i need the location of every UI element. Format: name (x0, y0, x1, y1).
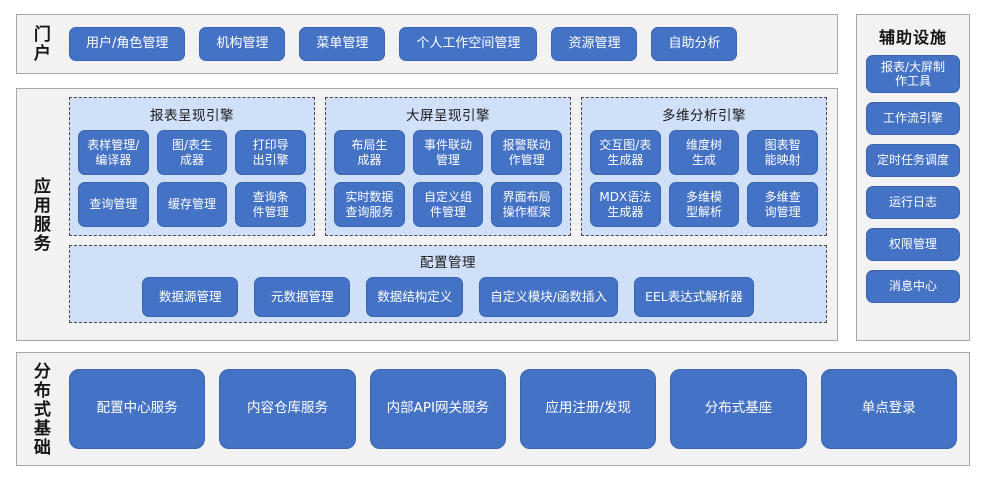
aux-item-runtime-log[interactable]: 运行日志 (866, 186, 960, 219)
engine1-item-chart-table-generator[interactable]: 图/表生 成器 (156, 130, 228, 175)
aux-item-message-center[interactable]: 消息中心 (866, 270, 960, 303)
portal-item-user-role[interactable]: 用户/角色管理 (69, 27, 186, 61)
engine1-item-print-export-engine[interactable]: 打印导 出引擎 (235, 130, 306, 175)
config-management-title: 配置管理 (420, 255, 476, 271)
config-management-row: 数据源管理 元数据管理 数据结构定义 自定义模块/函数插入 EEL表达式解析器 (80, 277, 816, 317)
engine2-item-realtime-data-query[interactable]: 实时数据 查询服务 (334, 182, 405, 227)
engine2-item-layout-generator[interactable]: 布局生 成器 (334, 130, 405, 175)
base-item-config-center-service[interactable]: 配置中心服务 (69, 369, 206, 449)
app-services-band-label: 应用服务 (29, 176, 50, 253)
engine1-item-query-management[interactable]: 查询管理 (78, 182, 149, 227)
engine2-item-custom-component-management[interactable]: 自定义组 件管理 (412, 182, 484, 227)
engine3-item-mdx-syntax-generator[interactable]: MDX语法 生成器 (590, 182, 661, 227)
portal-item-menu[interactable]: 菜单管理 (299, 27, 386, 61)
engine-row: 报表呈现引擎 表样管理/ 编译器 图/表生 成器 打印导 出引擎 查询管理 缓存… (69, 97, 827, 236)
engine-bigscreen-rendering-grid: 布局生 成器 事件联动 管理 报警联动 作管理 实时数据 查询服务 自定义组 件… (334, 130, 562, 227)
auxiliary-section: 辅助设施 报表/大屏制 作工具 工作流引擎 定时任务调度 运行日志 权限管理 消… (856, 14, 970, 341)
engine-multidim-analysis: 多维分析引擎 交互图/表 生成器 维度树 生成 图表智 能映射 MDX语法 生成… (581, 97, 827, 236)
engine1-item-query-condition-management[interactable]: 查询条 件管理 (235, 182, 306, 227)
engine2-item-event-linkage-management[interactable]: 事件联动 管理 (412, 130, 484, 175)
app-services-section: 应用服务 报表呈现引擎 表样管理/ 编译器 图/表生 成器 打印导 出引擎 查询… (16, 88, 838, 341)
distributed-base-band-label: 分布式基础 (29, 361, 50, 457)
portal-band-label: 门户 (29, 25, 50, 63)
aux-item-workflow-engine[interactable]: 工作流引擎 (866, 102, 960, 135)
app-services-content: 报表呈现引擎 表样管理/ 编译器 图/表生 成器 打印导 出引擎 查询管理 缓存… (69, 97, 827, 332)
engine3-item-interactive-chart-generator[interactable]: 交互图/表 生成器 (590, 130, 661, 175)
config-item-metadata-management[interactable]: 元数据管理 (254, 277, 351, 317)
portal-item-self-service-analysis[interactable]: 自助分析 (651, 27, 738, 61)
aux-item-scheduled-task[interactable]: 定时任务调度 (866, 144, 960, 177)
base-item-distributed-foundation[interactable]: 分布式基座 (670, 369, 807, 449)
base-item-single-sign-on[interactable]: 单点登录 (820, 369, 957, 449)
config-item-custom-module-function[interactable]: 自定义模块/函数插入 (479, 277, 618, 317)
engine1-item-cache-management[interactable]: 缓存管理 (156, 182, 228, 227)
config-item-eel-expression-parser[interactable]: EEL表达式解析器 (633, 277, 754, 317)
engine3-item-multidim-model-parsing[interactable]: 多维模 型解析 (668, 182, 740, 227)
portal-item-org[interactable]: 机构管理 (199, 27, 286, 61)
distributed-base-section: 分布式基础 配置中心服务 内容仓库服务 内部API网关服务 应用注册/发现 分布… (16, 352, 970, 466)
engine-report-rendering: 报表呈现引擎 表样管理/ 编译器 图/表生 成器 打印导 出引擎 查询管理 缓存… (69, 97, 315, 236)
engine2-item-ui-layout-framework[interactable]: 界面布局 操作框架 (491, 182, 562, 227)
config-management-block: 配置管理 数据源管理 元数据管理 数据结构定义 自定义模块/函数插入 EEL表达… (69, 245, 827, 323)
aux-item-permission-management[interactable]: 权限管理 (866, 228, 960, 261)
distributed-base-button-row: 配置中心服务 内容仓库服务 内部API网关服务 应用注册/发现 分布式基座 单点… (69, 353, 957, 465)
engine2-item-alarm-action-management[interactable]: 报警联动 作管理 (491, 130, 562, 175)
engine1-item-template-manager[interactable]: 表样管理/ 编译器 (78, 130, 149, 175)
aux-item-report-bigscreen-tool[interactable]: 报表/大屏制 作工具 (866, 55, 960, 93)
portal-item-workspace[interactable]: 个人工作空间管理 (399, 27, 538, 61)
portal-item-resource[interactable]: 资源管理 (551, 27, 638, 61)
base-item-app-register-discovery[interactable]: 应用注册/发现 (519, 369, 657, 449)
engine3-item-dimension-tree-generation[interactable]: 维度树 生成 (668, 130, 740, 175)
engine-multidim-analysis-grid: 交互图/表 生成器 维度树 生成 图表智 能映射 MDX语法 生成器 多维模 型… (590, 130, 818, 227)
engine3-item-chart-smart-mapping[interactable]: 图表智 能映射 (747, 130, 818, 175)
engine-bigscreen-rendering-title: 大屏呈现引擎 (406, 108, 490, 124)
auxiliary-button-list: 报表/大屏制 作工具 工作流引擎 定时任务调度 运行日志 权限管理 消息中心 (866, 55, 960, 303)
auxiliary-title: 辅助设施 (878, 28, 947, 47)
engine-multidim-analysis-title: 多维分析引擎 (662, 108, 746, 124)
portal-section: 门户 用户/角色管理 机构管理 菜单管理 个人工作空间管理 资源管理 自助分析 (16, 14, 838, 74)
config-item-datasource-management[interactable]: 数据源管理 (142, 277, 239, 317)
engine-report-rendering-title: 报表呈现引擎 (150, 108, 234, 124)
engine-bigscreen-rendering: 大屏呈现引擎 布局生 成器 事件联动 管理 报警联动 作管理 实时数据 查询服务… (325, 97, 571, 236)
engine3-item-multidim-query-management[interactable]: 多维查 询管理 (747, 182, 818, 227)
portal-button-row: 用户/角色管理 机构管理 菜单管理 个人工作空间管理 资源管理 自助分析 (69, 15, 829, 73)
base-item-internal-api-gateway-service[interactable]: 内部API网关服务 (369, 369, 506, 449)
base-item-content-repository-service[interactable]: 内容仓库服务 (219, 369, 356, 449)
engine-report-rendering-grid: 表样管理/ 编译器 图/表生 成器 打印导 出引擎 查询管理 缓存管理 查询条 … (78, 130, 306, 227)
config-item-data-structure-definition[interactable]: 数据结构定义 (366, 277, 464, 317)
